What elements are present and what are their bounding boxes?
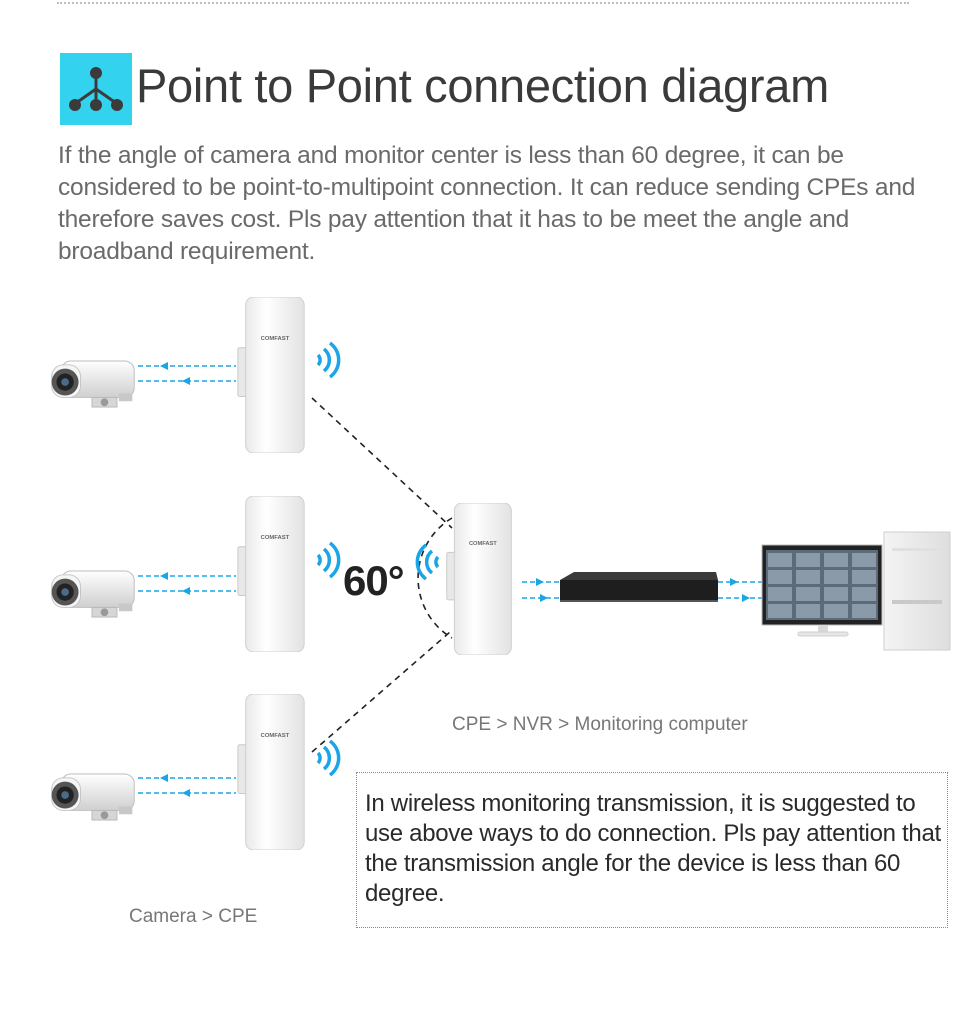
camera-cpe-link-1	[138, 362, 236, 385]
nvr-computer-link	[718, 578, 762, 602]
caption-camera-cpe: Camera > CPE	[129, 906, 258, 927]
top-dotted-divider	[57, 2, 909, 4]
camera-cpe-link-2	[138, 572, 236, 595]
cpe-nvr-link	[522, 578, 562, 602]
camera-cpe-link-3	[138, 774, 236, 797]
wifi-signal-icon	[316, 739, 341, 777]
note-text: In wireless monitoring transmission, it …	[365, 790, 941, 907]
cpe-3	[237, 694, 305, 850]
camera-3	[51, 773, 135, 821]
caption-cpe-nvr-computer: CPE > NVR > Monitoring computer	[452, 714, 748, 735]
network-topology-icon	[60, 53, 132, 125]
cpe-1	[237, 297, 305, 453]
wireless-links	[311, 397, 453, 753]
nvr-device	[560, 572, 718, 602]
page-title: Point to Point connection diagram	[136, 59, 829, 112]
monitoring-computer	[761, 531, 951, 651]
intro-paragraph: If the angle of camera and monitor cente…	[58, 142, 916, 265]
central-cpe	[446, 503, 512, 655]
wifi-signal-icon	[316, 341, 341, 379]
angle-label: 60°	[343, 557, 405, 604]
cpe-2	[237, 496, 305, 652]
wifi-signal-icon	[316, 541, 341, 579]
camera-2	[51, 570, 135, 618]
note-box	[356, 772, 948, 928]
camera-1	[51, 360, 135, 408]
